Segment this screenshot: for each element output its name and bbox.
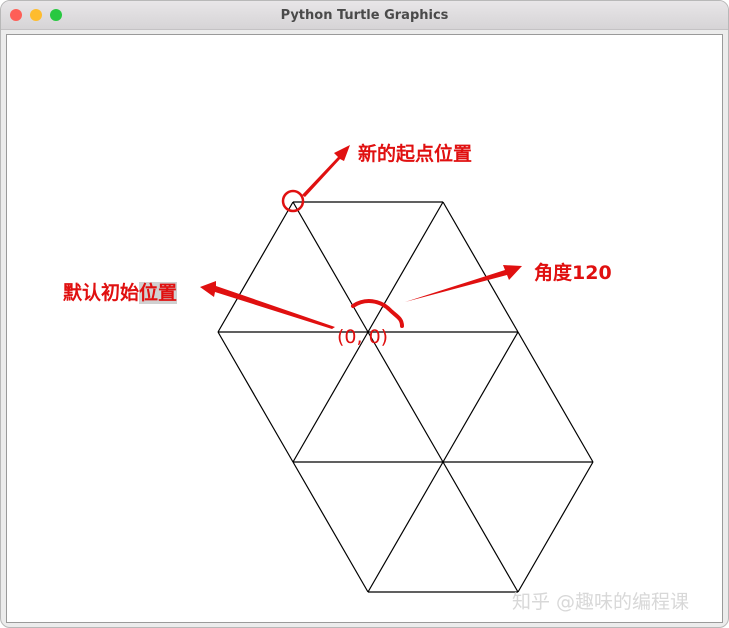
arrow-new-start [302, 145, 350, 197]
watermark: 知乎 @趣味的编程课 [512, 591, 690, 613]
red-annotations [200, 145, 522, 329]
default-start-highlight: 位置 [139, 282, 178, 304]
origin-label: (0, 0) [337, 326, 389, 348]
default-start-text: 默认初始 [63, 282, 140, 304]
default-start-label: 默认初始位置 [63, 278, 178, 305]
angle-label: 角度120 [534, 262, 612, 284]
triangle-grid [217, 201, 594, 593]
zoom-button[interactable] [50, 9, 62, 21]
minimize-button[interactable] [30, 9, 42, 21]
window-title: Python Turtle Graphics [280, 8, 449, 23]
close-button[interactable] [10, 9, 22, 21]
turtle-canvas[interactable] [6, 34, 723, 623]
arrow-angle [405, 265, 522, 302]
arrow-default-start [200, 281, 335, 329]
start-circle [281, 189, 305, 213]
new-start-label: 新的起点位置 [358, 143, 473, 165]
angle-arc [351, 299, 404, 328]
title-bar: Python Turtle Graphics [1, 1, 728, 30]
